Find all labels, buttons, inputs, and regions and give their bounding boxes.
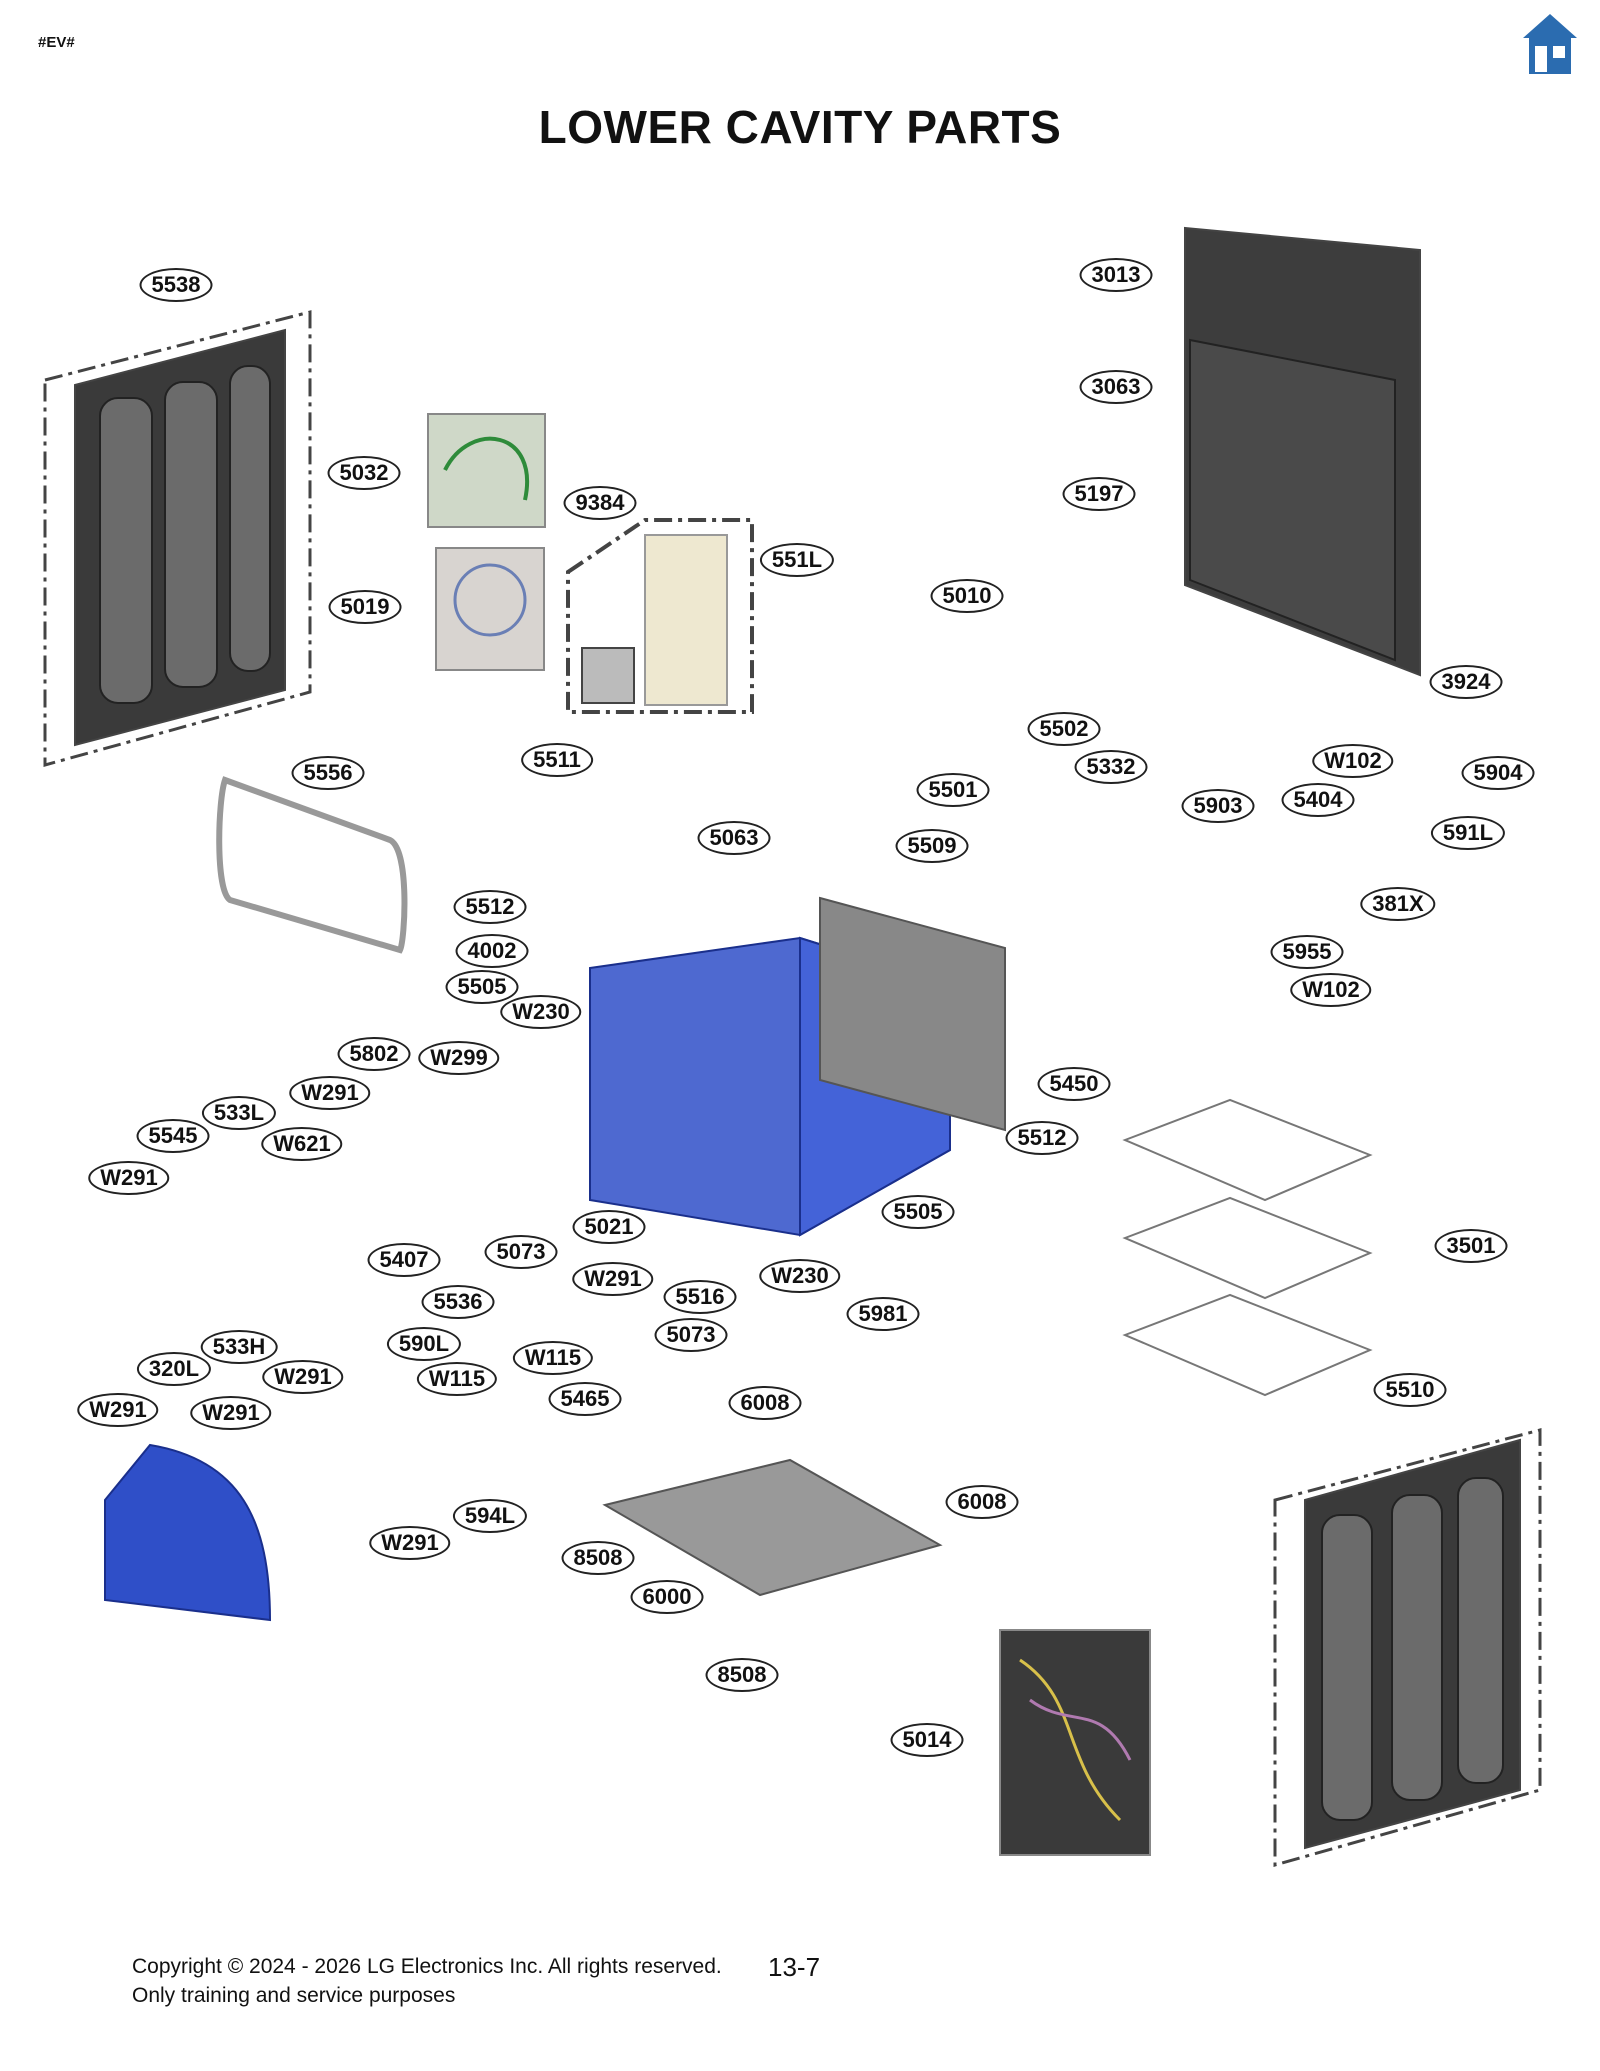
part-callout-9384: 9384 — [563, 486, 637, 520]
part-callout-5032: 5032 — [327, 456, 401, 490]
part-callout-4002: 4002 — [455, 934, 529, 968]
part-callout-5010: 5010 — [930, 579, 1004, 613]
part-callout-3013: 3013 — [1079, 258, 1153, 292]
document-tag: #EV# — [38, 34, 75, 51]
photo-main-harness — [999, 1629, 1151, 1856]
part-callout-5501: 5501 — [916, 773, 990, 807]
part-callout-5197: 5197 — [1062, 477, 1136, 511]
part-callout-551l: 551L — [759, 543, 835, 577]
part-callout-w299: W299 — [418, 1041, 500, 1075]
part-callout-5404: 5404 — [1281, 783, 1355, 817]
bottom-plate — [602, 1458, 943, 1597]
part-callout-5904: 5904 — [1461, 756, 1535, 790]
part-callout-5014: 5014 — [890, 1723, 964, 1757]
part-callout-6000: 6000 — [630, 1580, 704, 1614]
part-callout-5332: 5332 — [1074, 750, 1148, 784]
oven-racks — [1122, 1098, 1373, 1397]
part-callout-3063: 3063 — [1079, 370, 1153, 404]
part-callout-5450: 5450 — [1037, 1067, 1111, 1101]
part-callout-8508: 8508 — [561, 1541, 635, 1575]
part-callout-590l: 590L — [386, 1327, 462, 1361]
part-callout-5019: 5019 — [328, 590, 402, 624]
part-callout-w102: W102 — [1290, 973, 1372, 1007]
part-callout-w291: W291 — [289, 1076, 371, 1110]
part-callout-8508: 8508 — [705, 1658, 779, 1692]
rear-panel — [1184, 226, 1421, 677]
part-callout-3924: 3924 — [1429, 665, 1503, 699]
part-callout-591l: 591L — [1430, 816, 1506, 850]
part-callout-320l: 320L — [136, 1352, 212, 1386]
part-callout-5063: 5063 — [697, 821, 771, 855]
part-callout-5505: 5505 — [445, 970, 519, 1004]
part-callout-5021: 5021 — [572, 1210, 646, 1244]
part-callout-w102: W102 — [1312, 744, 1394, 778]
broil-element — [216, 776, 408, 954]
part-callout-w230: W230 — [500, 995, 582, 1029]
part-callout-w230: W230 — [759, 1259, 841, 1293]
part-callout-533h: 533H — [200, 1330, 278, 1364]
part-callout-5955: 5955 — [1270, 935, 1344, 969]
part-callout-w291: W291 — [190, 1396, 272, 1430]
part-callout-5556: 5556 — [291, 756, 365, 790]
copyright-text: Copyright © 2024 - 2026 LG Electronics I… — [132, 1955, 722, 1978]
photo-wire-harness — [435, 547, 545, 671]
part-callout-381x: 381X — [1360, 887, 1436, 921]
part-callout-6008: 6008 — [728, 1386, 802, 1420]
page-number: 13-7 — [768, 1952, 821, 1982]
usage-note: Only training and service purposes — [132, 1984, 456, 2007]
part-callout-5465: 5465 — [548, 1382, 622, 1416]
part-callout-5407: 5407 — [367, 1243, 441, 1277]
photo-parts-bag — [566, 518, 754, 714]
part-callout-594l: 594L — [452, 1499, 528, 1533]
part-callout-5903: 5903 — [1181, 789, 1255, 823]
part-callout-5512: 5512 — [1005, 1121, 1079, 1155]
part-callout-5511: 5511 — [521, 743, 593, 777]
right-door-panel — [1273, 1428, 1542, 1867]
part-callout-w291: W291 — [88, 1161, 170, 1195]
part-callout-w621: W621 — [261, 1127, 343, 1161]
page-title: LOWER CAVITY PARTS — [538, 101, 1062, 153]
part-callout-533l: 533L — [201, 1096, 277, 1130]
part-callout-5073: 5073 — [654, 1318, 728, 1352]
part-callout-5538: 5538 — [139, 268, 213, 302]
part-callout-w115: W115 — [512, 1341, 594, 1375]
part-callout-w291: W291 — [369, 1526, 451, 1560]
part-callout-5510: 5510 — [1373, 1373, 1447, 1407]
part-callout-5073: 5073 — [484, 1235, 558, 1269]
photo-ground-wire — [427, 413, 546, 528]
insulation-plate — [819, 896, 1006, 1132]
part-callout-5505: 5505 — [881, 1195, 955, 1229]
part-callout-5516: 5516 — [663, 1280, 737, 1314]
part-callout-5981: 5981 — [846, 1297, 920, 1331]
part-callout-3501: 3501 — [1434, 1229, 1508, 1263]
part-callout-5545: 5545 — [136, 1119, 210, 1153]
left-door-panel — [43, 310, 312, 767]
home-icon[interactable] — [1521, 12, 1579, 78]
part-callout-5502: 5502 — [1027, 712, 1101, 746]
part-callout-w291: W291 — [572, 1262, 654, 1296]
part-callout-5536: 5536 — [421, 1285, 495, 1319]
part-callout-w291: W291 — [262, 1360, 344, 1394]
part-callout-5802: 5802 — [337, 1037, 411, 1071]
fan-cover — [104, 1443, 272, 1622]
part-callout-5509: 5509 — [895, 829, 969, 863]
part-callout-w115: W115 — [416, 1362, 498, 1396]
part-callout-w291: W291 — [77, 1393, 159, 1427]
part-callout-6008: 6008 — [945, 1485, 1019, 1519]
footer-copyright: Copyright © 2024 - 2026 LG Electronics I… — [132, 1952, 722, 2010]
part-callout-5512: 5512 — [453, 890, 527, 924]
